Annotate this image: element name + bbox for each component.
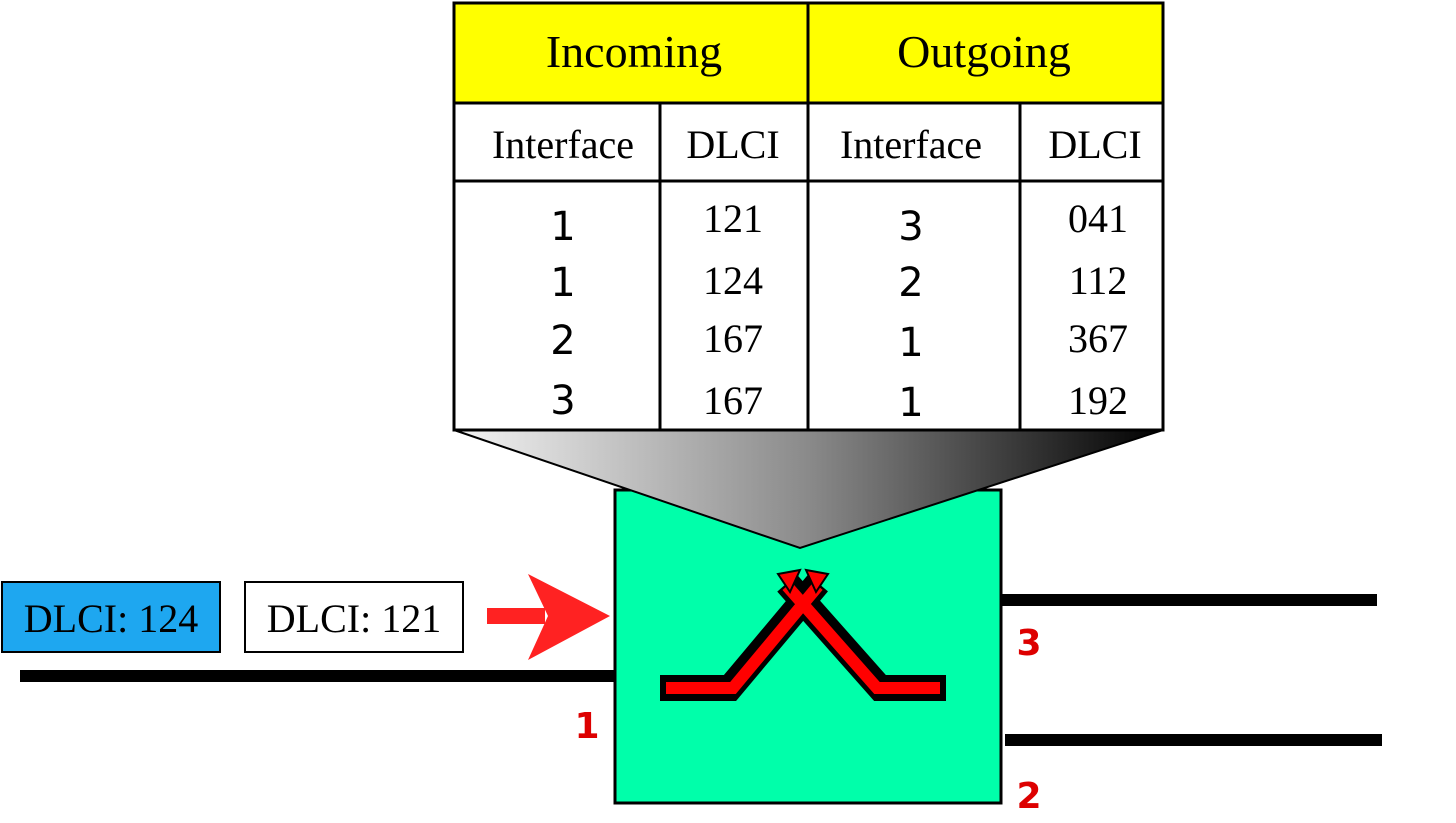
table-cell: 367 — [1068, 316, 1128, 361]
frame-dlci-124-label: DLCI: 124 — [24, 596, 198, 641]
zoom-funnel — [453, 429, 1164, 550]
table-cell: 041 — [1068, 196, 1128, 241]
table-header-outgoing — [808, 3, 1163, 103]
table-cell: 1 — [898, 380, 923, 426]
interface-label-2: 2 — [1016, 776, 1041, 817]
table-cell: 192 — [1068, 378, 1128, 423]
interface-label-3: 3 — [1016, 623, 1041, 664]
header-outgoing: Outgoing — [897, 26, 1071, 77]
column-header: Interface — [492, 122, 634, 167]
table-cell: 3 — [550, 378, 575, 424]
arrow-right-icon — [487, 574, 610, 660]
table-cell: 1 — [550, 204, 575, 250]
table-cell: 2 — [898, 260, 923, 306]
table-cell: 112 — [1069, 258, 1128, 303]
column-header: DLCI — [1048, 122, 1141, 167]
frame-dlci-121 — [244, 581, 464, 653]
column-header: Interface — [840, 122, 982, 167]
header-incoming: Incoming — [546, 26, 722, 77]
switching-table: Incoming Outgoing Interface DLCI Interfa… — [452, 1, 1165, 432]
table-header-incoming — [454, 3, 808, 103]
table-cell: 121 — [703, 196, 763, 241]
interface-label-1: 1 — [574, 706, 599, 747]
column-header: DLCI — [686, 122, 779, 167]
table-cell: 167 — [703, 378, 763, 423]
frame-dlci-124 — [1, 581, 221, 653]
table-cell: 167 — [703, 316, 763, 361]
table-cell: 2 — [550, 318, 575, 364]
table-cell: 3 — [898, 204, 923, 250]
table-cell: 124 — [703, 258, 763, 303]
table-cell: 1 — [550, 260, 575, 306]
table-cell: 1 — [898, 320, 923, 366]
frame-dlci-121-label: DLCI: 121 — [267, 596, 441, 641]
switch-symbol-icon — [660, 568, 946, 701]
